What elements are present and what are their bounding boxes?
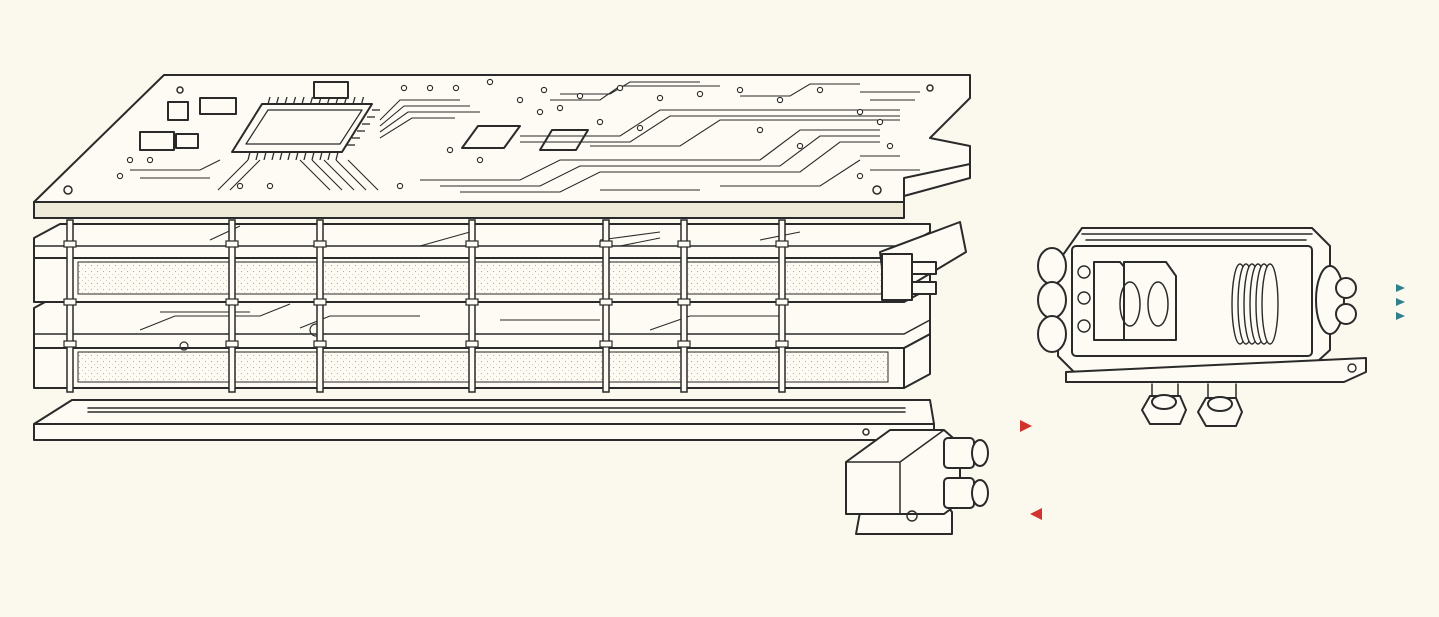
output-plugs <box>1315 265 1357 335</box>
tie-rod <box>677 219 691 393</box>
tie-rod <box>313 219 327 393</box>
cable-glands <box>1037 247 1091 353</box>
coolant-in-arrow <box>1020 420 1032 432</box>
control-pcb <box>33 74 971 219</box>
connector-box <box>1037 227 1367 383</box>
tie-rod <box>775 219 789 393</box>
stack-connector <box>879 221 967 301</box>
coolant-hoses <box>1141 383 1243 427</box>
tie-rod <box>465 219 479 393</box>
battery-module-upper <box>33 223 931 303</box>
signal-wires <box>938 256 1040 322</box>
pcb-traces <box>130 81 920 193</box>
cold-plate <box>40 440 870 504</box>
coolant-manifold <box>845 429 989 535</box>
base-plate <box>33 399 935 441</box>
mcu-chip <box>231 96 380 161</box>
coolant-flow-arrows <box>1020 420 1042 520</box>
tie-rods <box>63 219 789 393</box>
tie-rod <box>63 219 77 393</box>
pcb-components <box>139 81 589 151</box>
battery-module-lower <box>33 293 931 389</box>
coolant-out-arrow <box>1030 508 1042 520</box>
tie-rod <box>225 219 239 393</box>
pcb-vias <box>116 78 894 190</box>
tie-rod <box>599 219 613 393</box>
